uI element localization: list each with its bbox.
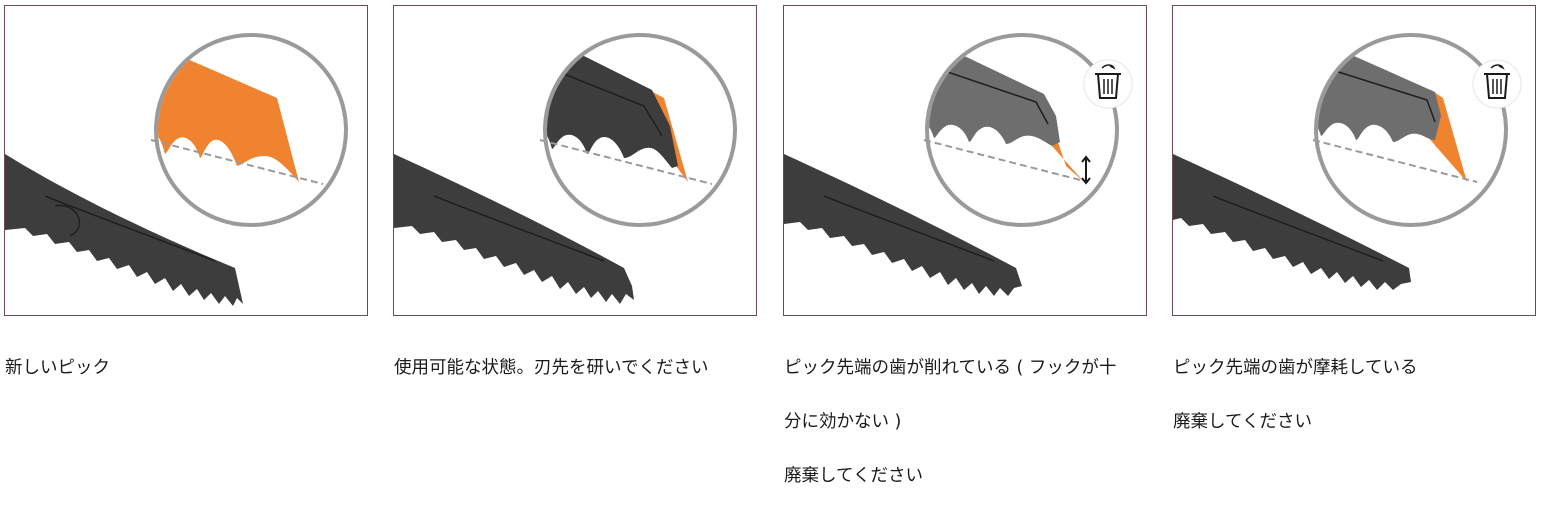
caption-new-pick: 新しいピック xyxy=(5,328,377,409)
pick-groove xyxy=(44,195,216,262)
wear-guide-line xyxy=(1312,139,1478,183)
caption-line: 廃棄してください xyxy=(1173,412,1312,432)
pick-tip-zoom xyxy=(929,46,1060,146)
trash-icon xyxy=(1472,59,1522,109)
pick-groove xyxy=(823,195,995,262)
panel-usable-pick xyxy=(393,5,757,316)
caption-usable-pick: 使用可能な状態。刃先を研いでください xyxy=(394,328,766,409)
pick-body xyxy=(784,154,1022,296)
pick-body xyxy=(1173,154,1411,290)
worn-pick-illustration xyxy=(1173,33,1522,290)
pick-tip-zoom xyxy=(158,58,299,182)
new-pick-illustration xyxy=(5,33,348,306)
panel-chipped-pick xyxy=(783,5,1147,316)
panel-worn-pick xyxy=(1172,5,1536,316)
pick-edge-line xyxy=(1318,63,1436,123)
caption-line: ピック先端の歯が摩耗している xyxy=(1173,358,1418,378)
pick-body xyxy=(394,154,634,304)
usable-pick-illustration xyxy=(394,33,737,304)
pick-groove xyxy=(1212,195,1384,262)
caption-line: 廃棄してください xyxy=(784,466,923,486)
chipped-pick-illustration xyxy=(784,33,1133,296)
panel-new-pick xyxy=(4,5,368,316)
caption-line: 新しいピック xyxy=(5,358,110,378)
gap-arrow-icon xyxy=(1081,155,1091,185)
wear-guide-line xyxy=(923,139,1089,183)
caption-line: ピック先端の歯が削れている ( フックが十 xyxy=(784,358,1117,378)
pick-edge-line xyxy=(929,63,1049,125)
pick-body xyxy=(5,154,243,306)
caption-line: 分に効かない ) xyxy=(784,412,902,432)
pick-groove xyxy=(433,195,605,262)
wear-guide-line xyxy=(539,139,713,185)
pick-edge-line xyxy=(547,65,663,137)
caption-chipped-pick: ピック先端の歯が削れている ( フックが十 分に効かない ) 廃棄してください xyxy=(784,328,1156,517)
caption-worn-pick: ピック先端の歯が摩耗している 廃棄してください xyxy=(1173,328,1542,463)
caption-line: 使用可能な状態。刃先を研いでください xyxy=(394,358,709,378)
pick-slot xyxy=(54,204,81,237)
wear-guide-line xyxy=(150,139,324,185)
trash-icon xyxy=(1083,59,1133,109)
